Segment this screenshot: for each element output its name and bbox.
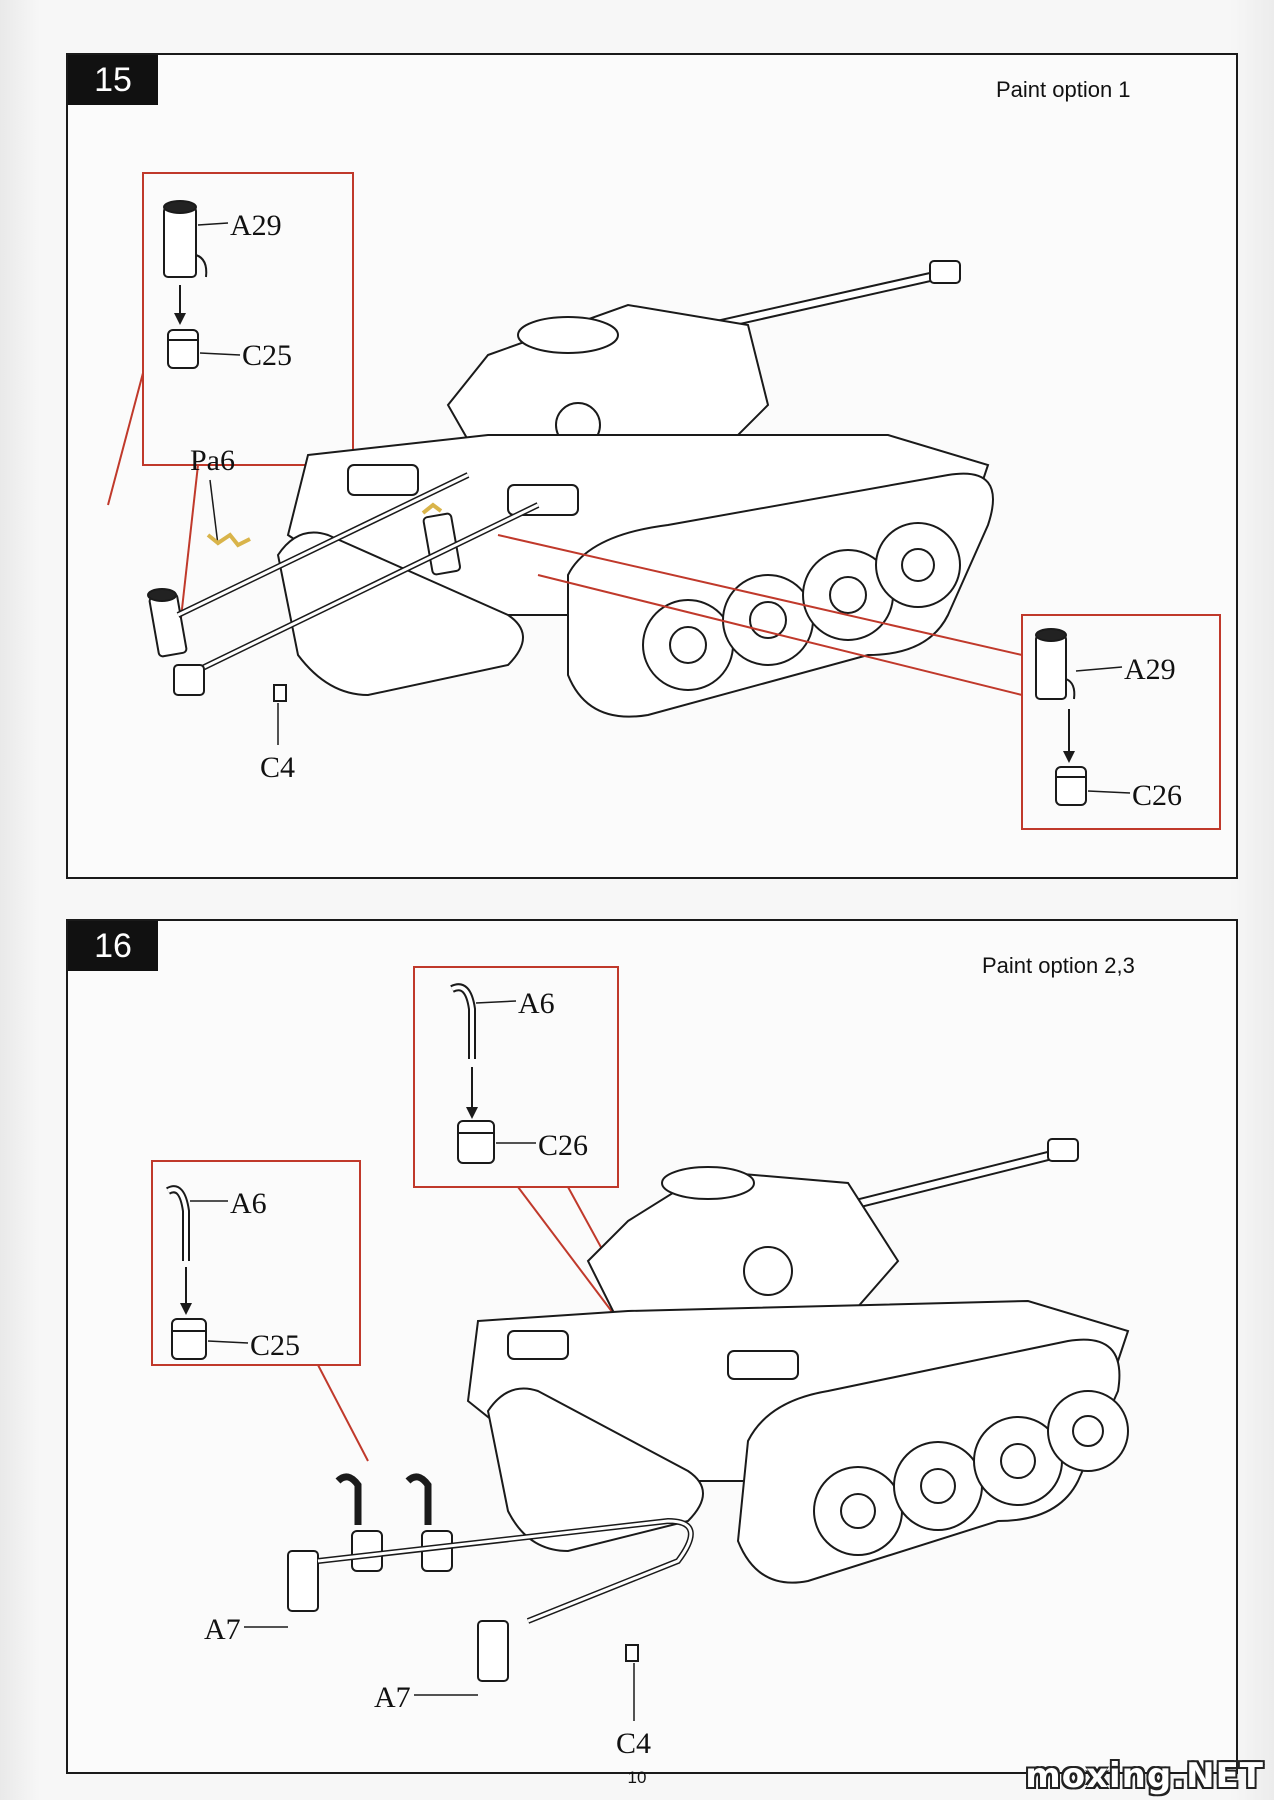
step-15-assembly-drawing: A29 C25 Pa6 [107,172,1221,830]
step-15-panel: 15 Paint option 1 A29 C25 Pa6 [66,53,1238,879]
label-c26: C26 [1132,779,1182,812]
callout-box-right [1021,614,1221,830]
callout-box-left-16 [151,1160,361,1366]
step-15-number: 15 [68,55,158,105]
exhaust-guard-part-c25-left [171,1318,207,1360]
watermark-logo: moxing.NET [1025,1756,1264,1796]
step-16-paint-option: Paint option 2,3 [982,953,1135,978]
callout-leader-top-1 [517,1186,629,1334]
label-c4-16: C4 [616,1727,651,1760]
photo-etch-mounted [421,502,443,515]
step-16-assembly-drawing: A6 C26 A6 C25 [151,966,1130,1760]
page-number: 10 [627,1768,647,1787]
exhaust-guard-part-c26-top [457,1120,495,1164]
label-a6-top: A6 [518,987,555,1020]
label-c26-top: C26 [538,1129,588,1162]
label-a6-left: A6 [230,1187,267,1220]
callout-leader-right-2 [537,574,1023,696]
label-a29-left: A29 [230,209,282,242]
label-c25: C25 [242,339,292,372]
callout-leader-left-16 [317,1364,369,1462]
tank-hull-drawing [147,260,994,718]
label-a29-right: A29 [1124,653,1176,686]
callout-leader-right-1 [497,534,1023,656]
tank-hull-drawing-16 [287,1138,1130,1682]
exhaust-guard-part-c26 [1055,766,1087,806]
label-c25-16: C25 [250,1329,300,1362]
callout-leader-left-1 [107,372,144,506]
exhaust-pipe-part-a29-right [1035,628,1076,700]
label-a7-left: A7 [204,1613,241,1646]
label-pa6: Pa6 [190,444,235,477]
step-15-paint-option: Paint option 1 [996,77,1131,102]
photo-etch-part-pa6 [206,532,251,548]
label-a7-bottom: A7 [374,1681,411,1714]
exhaust-pipe-part-a6-top [450,983,476,1059]
step-16-number: 16 [68,921,158,971]
step-16-panel: 16 Paint option 2,3 A6 C26 A6 [66,919,1238,1774]
callout-box-left [142,172,354,466]
exhaust-pipe-part-a29 [163,200,208,278]
exhaust-guard-part-c25 [167,329,199,369]
exhaust-pipe-part-a6-left [166,1185,190,1261]
callout-box-top [413,966,619,1188]
label-c4: C4 [260,751,295,784]
